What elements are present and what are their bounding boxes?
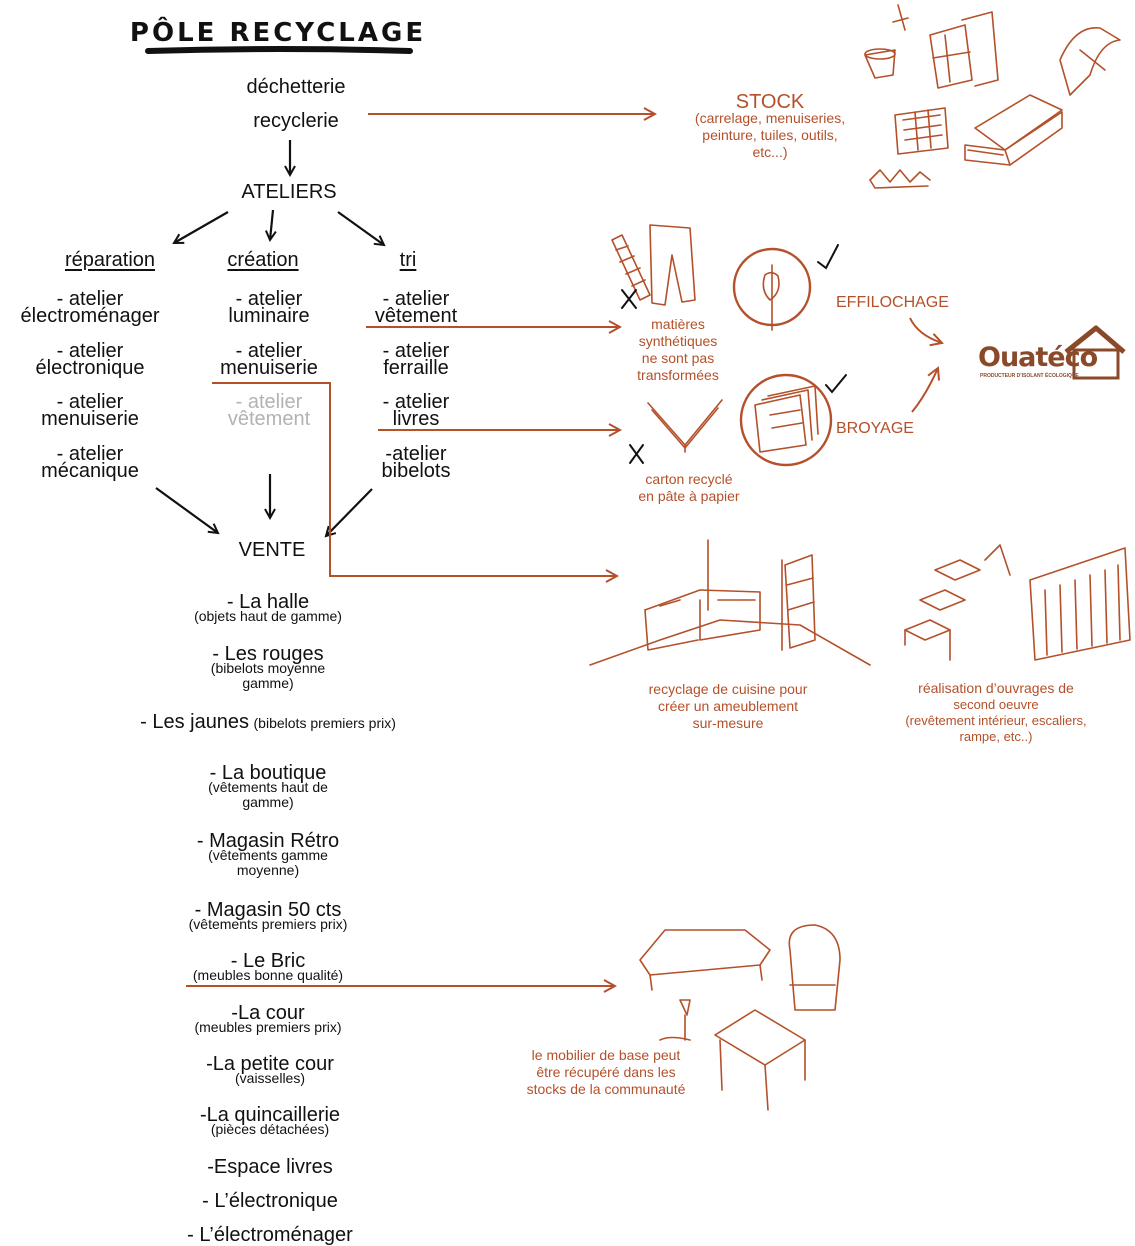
furniture-icon <box>639 924 841 1111</box>
vente-item: - La boutique(vêtements haut de gamme) <box>208 762 328 810</box>
checkmark-icon <box>817 244 839 270</box>
ateliers-label: ATELIERS <box>241 181 337 203</box>
stock-title: STOCK <box>735 91 805 113</box>
checkmark-icon <box>825 374 847 394</box>
arrow-reparation-vente <box>155 487 218 533</box>
x-check-marks <box>621 244 847 464</box>
trousers-icon <box>611 224 696 306</box>
house-roof-icon <box>1064 325 1126 380</box>
recyclerie-label: recyclerie <box>253 110 339 132</box>
vente-item: - L’électroménager <box>187 1224 353 1246</box>
ouvrages-title: réalisation d’ouvrages de <box>918 680 1074 696</box>
dechetterie-label: déchetterie <box>246 76 346 98</box>
kitchen-icon <box>589 539 871 666</box>
arrow-to-creation <box>270 209 273 240</box>
tri-heading: tri <box>399 249 417 271</box>
vente-item: - Les jaunes (bibelots premiers prix) <box>140 711 396 733</box>
stock-materials-icon <box>864 4 1121 189</box>
arrow-menuiserie-cuisine <box>212 382 617 576</box>
vente-item: -Espace livres <box>207 1156 333 1178</box>
vente-item: - Magasin Rétro(vêtements gamme moyenne) <box>196 830 340 878</box>
broyage-label: BROYAGE <box>836 420 914 437</box>
open-book-icon <box>647 399 723 453</box>
page-title: PÔLE RECYCLAGE <box>129 18 427 48</box>
vente-item: - La halle(objets haut de gamme) <box>194 591 342 624</box>
vente-item: - L’électronique <box>202 1190 338 1212</box>
vente-item: - Magasin 50 cts(vêtements premiers prix… <box>188 899 348 932</box>
vente-label: VENTE <box>238 539 306 561</box>
ouateco-logo: Ouatéco PRODUCTEUR D’ISOLANT ÉCOLOGIQUE <box>978 322 1128 382</box>
stairs-paneling-icon <box>904 544 1131 661</box>
arrow-to-tri <box>337 211 384 245</box>
effilochage-label: EFFILOCHAGE <box>836 294 949 311</box>
arrow-tri-vente <box>326 488 373 536</box>
arrow-broyage-ouateco <box>911 368 938 413</box>
logo-name: Ouatéco <box>978 342 1098 373</box>
arrow-effilochage-ouateco <box>909 317 942 343</box>
rust-arrows <box>186 114 942 986</box>
arrow-to-reparation <box>174 211 229 243</box>
logo-tagline: PRODUCTEUR D’ISOLANT ÉCOLOGIQUE <box>980 373 1079 379</box>
ouvrages-sub: second oeuvre(revêtement intérieur, esca… <box>905 697 1087 744</box>
cross-icon <box>629 444 644 464</box>
vente-item: - Les rouges(bibelots moyenne gamme) <box>210 643 326 691</box>
vente-item: -La cour(meubles premiers prix) <box>194 1002 342 1035</box>
title-underline <box>145 46 413 54</box>
books-circle-icon <box>739 373 833 467</box>
vente-item: -La quincaillerie(pièces détachées) <box>199 1104 341 1137</box>
creation-heading: création <box>227 249 299 271</box>
stock-detail: (carrelage, menuiseries,peinture, tuiles… <box>694 110 846 160</box>
black-arrows <box>155 140 384 536</box>
reparation-heading: réparation <box>64 249 156 271</box>
vente-item: - Le Bric(meubles bonne qualité) <box>192 950 344 983</box>
cross-icon <box>621 289 637 309</box>
wool-circle-icon <box>732 247 812 331</box>
vente-item: -La petite cour(vaisselles) <box>206 1053 334 1086</box>
